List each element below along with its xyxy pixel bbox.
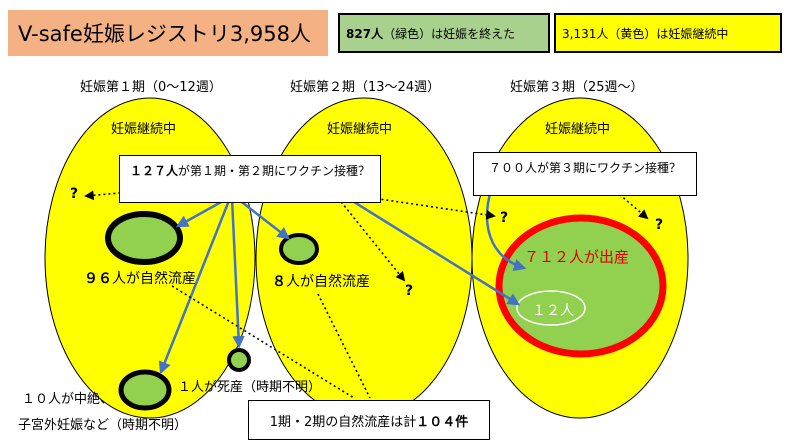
miscarriage-t2-circle (279, 233, 319, 265)
miscarriage-t2-text: 人が自然流産 (286, 274, 370, 290)
miscarriage-t1-label: ９６人が自然流産 (84, 268, 196, 288)
twelve-circle (516, 290, 586, 326)
trimester-3-ongoing: 妊娠継続中 (545, 122, 611, 137)
unknown-mark-t1: ? (70, 186, 79, 202)
miscarriage-t2-label: ８人が自然流産 (272, 271, 370, 291)
miscarriage-t1-text: 人が自然流産 (112, 271, 196, 287)
title-text: V-safe妊娠レジストリ3,958人 (18, 22, 311, 46)
miscarriage-t1-count: ９６ (84, 271, 112, 287)
unknown-mark-t2: ? (405, 283, 414, 299)
legend-green: 827人 （緑色）は妊娠を終えた (338, 13, 550, 53)
legend-yellow: 3,131人 （黄色）は妊娠継続中 (554, 13, 782, 53)
arrow-to-stillbirth (230, 197, 245, 349)
callout-total-count: １０４件 (416, 414, 469, 430)
callout-total-prefix: 1期・2期の自然流産は計 (269, 414, 417, 430)
callout-vaccine-t1-t2-count: １２７人 (129, 164, 178, 178)
twelve-label: １２人 (532, 303, 574, 319)
legend-green-text: （緑色）は妊娠を終えた (383, 26, 516, 41)
callout-vaccine-t1-t2-text: が第１期・第２期にワクチン接種？ (178, 164, 371, 178)
miscarriage-t2-count: ８ (272, 274, 286, 290)
legend-yellow-text: （黄色）は妊娠継続中 (608, 26, 729, 41)
callout-vaccine-t1-t2: １２７人が第１期・第２期にワクチン接種？ (119, 155, 381, 203)
abortion-label-line1: １０人が中絶、 (22, 392, 114, 407)
legend-yellow-count: 3,131人 (562, 26, 609, 41)
abortion-circle (118, 369, 172, 411)
page-title: V-safe妊娠レジストリ3,958人 (8, 10, 328, 56)
arrow-to-abortion (158, 197, 232, 375)
blue-arrows (158, 174, 527, 375)
miscarriage-t1-circle (105, 211, 183, 265)
callout-vaccine-t3: ７００人が第３期にワクチン接種？ (473, 152, 697, 196)
births-circle (495, 214, 667, 358)
births-label: ７１２人が出産 (524, 248, 630, 266)
trimester-2-ongoing: 妊娠継続中 (327, 122, 393, 137)
trimester-1-ongoing: 妊娠継続中 (111, 122, 177, 137)
unknown-mark-t3-left: ? (500, 210, 509, 226)
unknown-mark-t3-right: ? (655, 217, 664, 233)
trimester-3-header: 妊娠第３期（25週〜） (510, 80, 644, 95)
arrow-to-twelve (337, 190, 521, 306)
abortion-label-line2: 子宮外妊娠など（時期不明） (18, 418, 188, 433)
dotted-to-total-a (171, 285, 355, 399)
arrow-to-miscarriage-t2 (233, 195, 290, 240)
trimester-2-header: 妊娠第２期（13〜24週） (290, 80, 441, 95)
dotted-to-total-b (317, 293, 371, 399)
trimester-1-header: 妊娠第１期（0〜12週） (80, 80, 222, 95)
callout-vaccine-t3-text: ７００人が第３期にワクチン接種？ (488, 161, 681, 175)
legend-green-count: 827人 (346, 26, 384, 41)
dotted-to-t3-unknown (331, 191, 496, 220)
stillbirth-circle (227, 348, 251, 372)
stillbirth-label: １人が死産（時期不明） (178, 380, 322, 395)
